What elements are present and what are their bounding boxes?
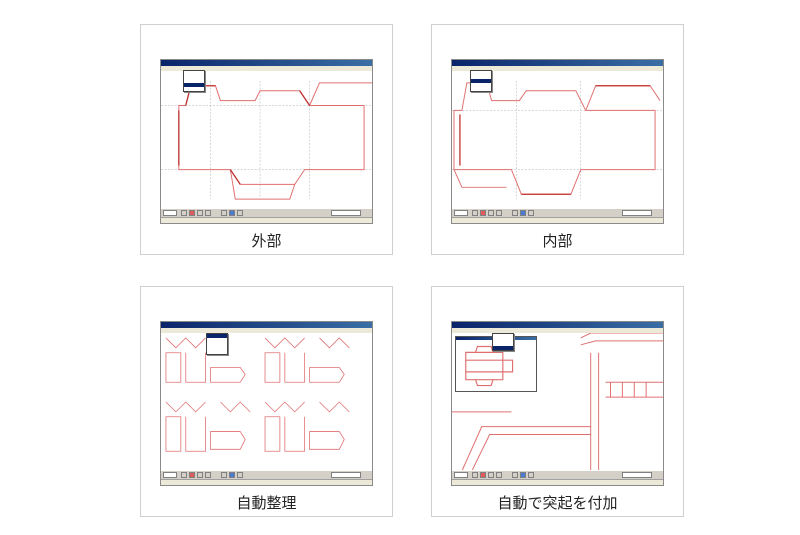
tool-bar: [161, 208, 372, 218]
panel-inner: 内部: [431, 24, 684, 255]
panel-outer: 外部: [140, 24, 393, 255]
panel-caption: 外部: [251, 232, 282, 250]
drawing-canvas[interactable]: [161, 71, 372, 209]
tool-field[interactable]: [163, 210, 177, 216]
tool-bar: [452, 208, 663, 218]
panel-caption: 内部: [542, 232, 573, 250]
tool-bar: [161, 470, 372, 480]
drawing-canvas[interactable]: [161, 333, 372, 471]
status-bar: [452, 479, 663, 485]
context-menu[interactable]: [183, 70, 205, 92]
title-bar: [161, 60, 372, 66]
panel-auto-arrange: 自動整理: [140, 286, 393, 517]
context-menu[interactable]: [492, 333, 514, 351]
drawing-canvas[interactable]: [452, 71, 663, 209]
panel-caption: 自動で突起を付加: [497, 494, 618, 512]
context-menu[interactable]: [470, 70, 492, 92]
status-bar: [161, 479, 372, 485]
context-menu[interactable]: [206, 333, 228, 355]
screenshot-inner: [451, 59, 664, 224]
screenshot-auto-arrange: [160, 321, 373, 486]
panel-caption: 自動整理: [236, 494, 297, 512]
title-bar: [452, 322, 663, 328]
panel-auto-bump: 自動で突起を付加: [431, 286, 684, 517]
status-bar: [452, 217, 663, 223]
tool-bar: [452, 470, 663, 480]
status-bar: [161, 217, 372, 223]
screenshot-outer: [160, 59, 373, 224]
title-bar: [161, 322, 372, 328]
title-bar: [452, 60, 663, 66]
screenshot-auto-bump: [451, 321, 664, 486]
